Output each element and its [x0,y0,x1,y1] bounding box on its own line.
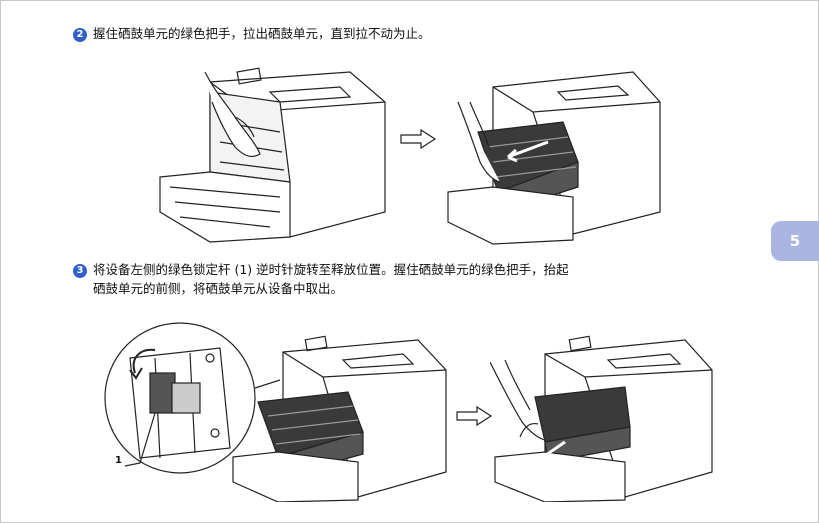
step-3-text-line2: 硒鼓单元的前侧，将硒鼓单元从设备中取出。 [93,281,344,296]
right-arrow-icon [456,405,493,427]
step-number-badge: 2 [73,28,87,42]
printer-with-drum-illustration [232,335,447,502]
step-2-instruction: 2 握住硒鼓单元的绿色把手，拉出硒鼓单元，直到拉不动为止。 [73,24,431,43]
lock-lever-detail-illustration [104,322,281,474]
right-arrow-icon [400,128,437,150]
step-number-badge: 3 [73,264,87,278]
callout-label-1: 1 [115,455,122,466]
step-3-instruction: 3 将设备左侧的绿色锁定杆 (1) 逆时针旋转至释放位置。握住硒鼓单元的绿色把手，… [73,260,773,298]
drum-pulled-illustration [447,71,661,245]
step-3-text-line1: 将设备左侧的绿色锁定杆 (1) 逆时针旋转至释放位置。握住硒鼓单元的绿色把手，抬… [93,262,569,277]
drum-removal-illustration [490,335,713,502]
step-2-text: 握住硒鼓单元的绿色把手，拉出硒鼓单元，直到拉不动为止。 [93,26,431,41]
chapter-tab: 5 [771,221,819,261]
printer-open-illustration [159,67,386,243]
chapter-number: 5 [789,232,801,250]
